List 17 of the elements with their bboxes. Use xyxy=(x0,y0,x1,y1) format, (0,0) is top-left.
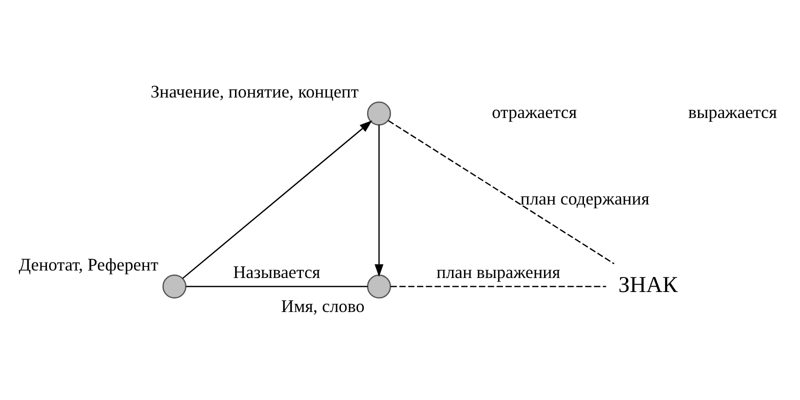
arrow xyxy=(182,120,372,279)
node-circle xyxy=(366,274,391,298)
node-text: ЗНАК xyxy=(618,272,678,298)
node-label: Значение, понятие, концепт xyxy=(150,81,358,102)
edge-label: план содержания xyxy=(520,188,649,209)
label: отражается xyxy=(491,102,576,122)
node-circle xyxy=(366,102,391,126)
connector xyxy=(186,286,368,288)
node-circle xyxy=(162,274,186,298)
edge-label: план выражения xyxy=(436,262,560,282)
node-label: Имя, слово xyxy=(280,296,364,316)
edge-label: Называется xyxy=(232,262,320,282)
label: выражается xyxy=(688,102,777,122)
arrow xyxy=(374,124,383,277)
connector xyxy=(390,286,606,288)
connector xyxy=(387,120,614,264)
node-label: Денотат, Референт xyxy=(18,254,158,274)
